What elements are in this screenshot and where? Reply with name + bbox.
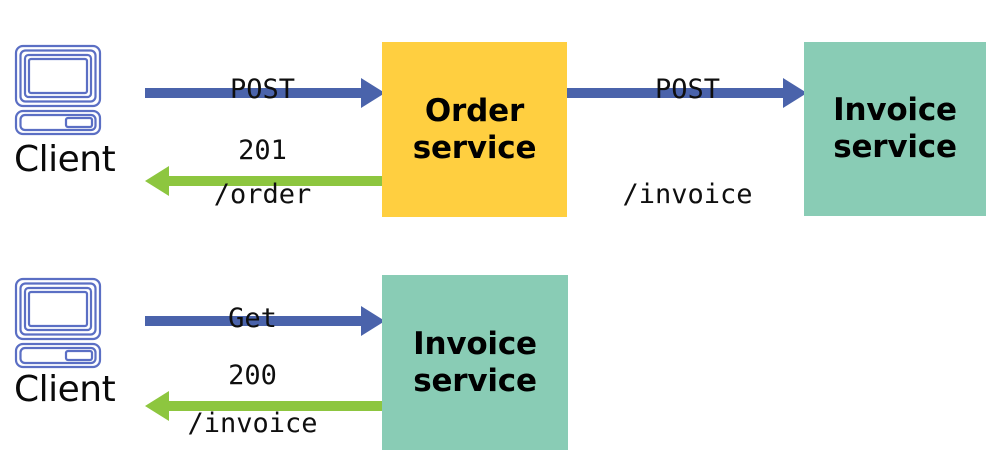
client-label-bottom: Client	[14, 369, 116, 410]
service-box-order-line1: Order	[424, 92, 525, 129]
edge-label-resp-200: 200	[228, 360, 277, 391]
edge-label-resp-201: 201	[238, 135, 287, 166]
service-box-invoice-bottom[interactable]: Invoice service	[382, 275, 568, 450]
edge-label-post-invoice: POST /invoice	[570, 2, 805, 283]
service-box-invoice-bottom-line2: service	[413, 362, 537, 399]
edge-label-post-invoice-line2: /invoice	[622, 179, 753, 211]
arrow-response-201	[145, 166, 385, 196]
arrow-post-order	[145, 78, 385, 108]
edge-label-post-invoice-line1: POST	[654, 74, 721, 106]
service-box-order[interactable]: Order service	[382, 42, 567, 217]
arrow-get-invoice	[145, 306, 385, 336]
service-box-invoice-top-line1: Invoice	[833, 92, 957, 129]
desktop-computer-icon	[14, 44, 112, 136]
edge-label-get-invoice-line2: /invoice	[187, 408, 318, 440]
edge-label-get-invoice: Get /invoice	[145, 231, 360, 455]
service-box-invoice-top[interactable]: Invoice service	[804, 42, 986, 216]
desktop-computer-icon	[14, 277, 112, 369]
service-box-order-line2: service	[412, 129, 537, 166]
arrow-response-200	[145, 391, 385, 421]
arrow-post-invoice	[567, 78, 807, 108]
service-box-invoice-bottom-line1: Invoice	[413, 325, 537, 362]
edge-label-post-order-line2: /order	[213, 179, 312, 211]
service-box-invoice-top-line2: service	[833, 129, 957, 165]
edge-label-post-order: POST /order	[145, 2, 380, 283]
edge-label-post-order-line1: POST	[229, 74, 296, 106]
client-label-top: Client	[14, 139, 116, 180]
edge-label-get-invoice-line1: Get	[228, 303, 277, 335]
